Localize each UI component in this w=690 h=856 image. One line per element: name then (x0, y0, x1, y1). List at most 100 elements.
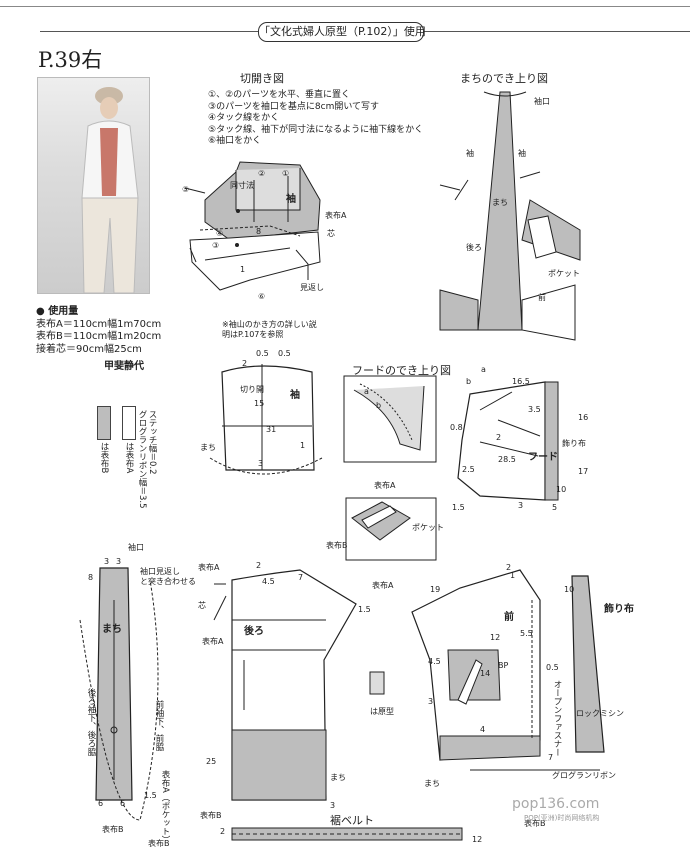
step: ①、②のパーツを水平、垂直に置く (208, 90, 350, 100)
pv-label-pocket: ポケット (412, 523, 444, 532)
kh-label-interlining: 芯 (327, 228, 335, 238)
kh-label-1: ① (282, 169, 289, 178)
kh-label-8: 8 (256, 227, 261, 236)
model-photo (37, 77, 150, 294)
fp-label-14: 14 (480, 669, 490, 678)
fp-label-bp: BP (498, 661, 508, 670)
mp-back-note: 後ろ袖下、後ろ脇 (86, 688, 96, 756)
kh-label-3: ③ (212, 241, 219, 250)
hp-label-3: 3 (518, 501, 523, 510)
fp-open-zipper: オープンファスナー (552, 680, 562, 757)
hem-belt-title: 裾ベルト (330, 814, 374, 827)
fp-label-45: 4.5 (428, 657, 441, 666)
fp-label-1: 1 (510, 571, 515, 580)
bp-label-prototype: は原型 (370, 707, 394, 716)
fp-label-4: 4 (480, 725, 485, 734)
hood-view-title: フードのでき上り図 (352, 364, 451, 377)
kh-label-5: ⑤ (182, 185, 189, 194)
fp-label-3: 3 (428, 697, 433, 706)
mp-label-6a: 6 (98, 799, 103, 808)
sleeve-note: ※袖山のかき方の詳しい説明はP.107を参照 (222, 320, 318, 340)
hp-label-15: 1.5 (452, 503, 465, 512)
pv-label-fabric-b: 表布B (326, 540, 348, 550)
bp-label-back: 後ろ (244, 624, 264, 637)
step: ⑤タック線、袖下が同寸法になるように袖下線をかく (208, 124, 424, 135)
sleeve-note-text: ※袖山のかき方の詳しい説明はP.107を参照 (222, 320, 317, 339)
bp-label-machi: まち (330, 773, 346, 782)
hb-label-2: 2 (220, 827, 225, 836)
hp-label-25: 2.5 (462, 465, 475, 474)
mv-label-front: 前 (538, 292, 546, 302)
fp-label-lock: ロックミシン (576, 709, 624, 718)
header-rule-left (40, 31, 258, 32)
hp-label-16: 16 (578, 413, 588, 422)
bp-label-3: 3 (330, 801, 335, 810)
sp-label-31: 31 (266, 425, 276, 434)
hp-label-17: 17 (578, 467, 588, 476)
requirement-line: 接着芯＝90cm幅25cm (36, 343, 142, 355)
hp-label-hood: フード (528, 451, 558, 463)
bp-label-7: 7 (298, 573, 303, 582)
pv-label-fabric-a2: 表布A (372, 580, 394, 590)
step: ⑥袖口をかく (208, 136, 262, 146)
bp-label-2: 2 (256, 561, 261, 570)
kh-label-4: ④ (216, 229, 223, 238)
author: 甲斐静代 (104, 361, 144, 372)
fp-label-05: 0.5 (546, 663, 559, 672)
fp-label-machi: まち (424, 779, 440, 788)
step: ④タック線をかく (208, 113, 280, 123)
hp-label-285: 28.5 (498, 455, 516, 464)
pv-label-fabric-a: 表布A (374, 480, 396, 490)
sp-label-cut: 切り開 (240, 385, 264, 394)
model-illustration (81, 87, 139, 293)
step: ③のパーツを袖口を基点に8cm開いて写す (208, 101, 380, 112)
hp-label-b: b (466, 377, 471, 386)
mp-label-machi: まち (102, 623, 122, 635)
fp-label-55: 5.5 (520, 629, 533, 638)
requirement-line: 表布B＝110cm幅1m20cm (36, 331, 162, 342)
kirihiraki-steps: ①、②のパーツを水平、垂直に置く ③のパーツを袖口を基点に8cm開いて写す ④タ… (208, 90, 423, 148)
sp-label-05a: 0.5 (256, 349, 269, 358)
machi-view-title: まちのでき上り図 (460, 72, 548, 85)
bp-label-interlining: 芯 (198, 600, 206, 610)
page-title: P.39右 (38, 48, 103, 72)
bp-label-fabric-a2: 表布A (202, 636, 224, 646)
kh-label-6: ⑥ (258, 292, 265, 301)
bp-label-25: 25 (206, 757, 216, 766)
requirements: ● 使用量 表布A＝110cm幅1m70cm 表布B＝110cm幅1m20cm … (36, 306, 161, 356)
mp-label-15: 1.5 (144, 791, 157, 800)
bp-label-15: 1.5 (358, 605, 371, 614)
mp-label-3a: 3 (104, 557, 109, 566)
bp-label-fabric-a: 表布A (198, 562, 220, 572)
sp-label-2: 2 (242, 359, 247, 368)
fp-label-19: 19 (430, 585, 440, 594)
mp-label-8: 8 (88, 573, 93, 582)
sp-label-15: 15 (254, 399, 264, 408)
mp-label-cuff-note1: 袖口見返し (140, 566, 180, 576)
hv-label-a: a (364, 387, 369, 396)
fp-label-front: 前 (504, 610, 514, 623)
prototype-label: 「文化式婦人原型（P.102）」使用 (258, 22, 426, 42)
mv-label-cuff: 袖口 (534, 96, 550, 106)
sp-label-1: 1 (300, 441, 305, 450)
mp-label-6b: 6 (120, 799, 125, 808)
mv-label-sleeve1: 袖 (466, 148, 474, 158)
mp-label-3b: 3 (116, 557, 121, 566)
legend-ribbon: グログランリボン幅＝3.5 (137, 410, 147, 509)
mv-label-pocket: ポケット (548, 269, 580, 278)
top-rule (0, 6, 690, 7)
kh-label-2: ② (258, 169, 265, 178)
mp-front-note: 前袖下、前脇 (154, 700, 164, 751)
fp-label-ribbon: グログランリボン (552, 770, 616, 780)
hp-label-08: 0.8 (450, 423, 463, 432)
mv-label-machi: まち (492, 198, 508, 207)
hv-label-b: b (376, 401, 381, 410)
